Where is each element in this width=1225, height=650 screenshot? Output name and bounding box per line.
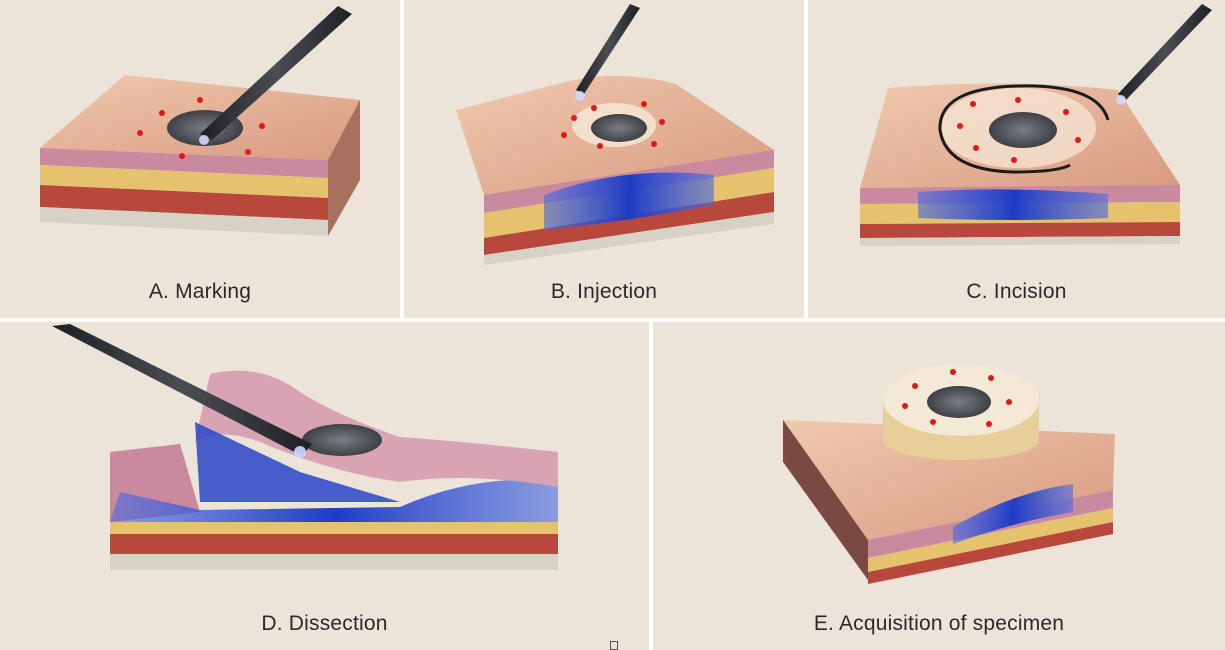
injected-fluid	[544, 172, 714, 230]
panel-marking: A. Marking	[0, 0, 400, 318]
lesion-icon	[989, 112, 1057, 148]
acquisition-illustration	[783, 364, 1115, 584]
lesion-icon	[927, 386, 991, 418]
panel-dissection: D. Dissection	[0, 322, 649, 650]
caption-acquisition: E. Acquisition of specimen	[813, 612, 1065, 635]
knife-icon	[1118, 4, 1212, 100]
panel-injection: B. Injection	[404, 0, 804, 318]
marking-dots	[902, 369, 1012, 427]
lesion-icon	[591, 114, 647, 142]
stray-glyph-icon	[610, 641, 618, 650]
mucosal-flap	[195, 370, 558, 487]
injection-illustration	[456, 4, 774, 265]
endoscope-icon	[200, 6, 352, 140]
injected-fluid	[953, 484, 1073, 544]
caption-marking: A. Marking	[148, 280, 252, 303]
lesion-icon	[302, 424, 382, 456]
marking-dots	[957, 97, 1081, 163]
injected-fluid	[918, 189, 1108, 220]
caption-injection: B. Injection	[550, 280, 658, 303]
endoscope-icon	[52, 324, 312, 456]
caption-incision: C. Incision	[966, 280, 1067, 303]
marking-illustration	[40, 6, 360, 236]
panel-incision: C. Incision	[808, 0, 1225, 318]
submucosal-layer	[110, 479, 558, 522]
marking-dots	[561, 101, 665, 149]
incision-illustration	[860, 4, 1212, 246]
caption-dissection: D. Dissection	[261, 612, 388, 635]
injection-needle-icon	[576, 4, 640, 94]
panel-acquisition: E. Acquisition of specimen	[653, 322, 1225, 650]
incision-line	[938, 84, 1110, 174]
dissection-illustration	[52, 324, 558, 570]
